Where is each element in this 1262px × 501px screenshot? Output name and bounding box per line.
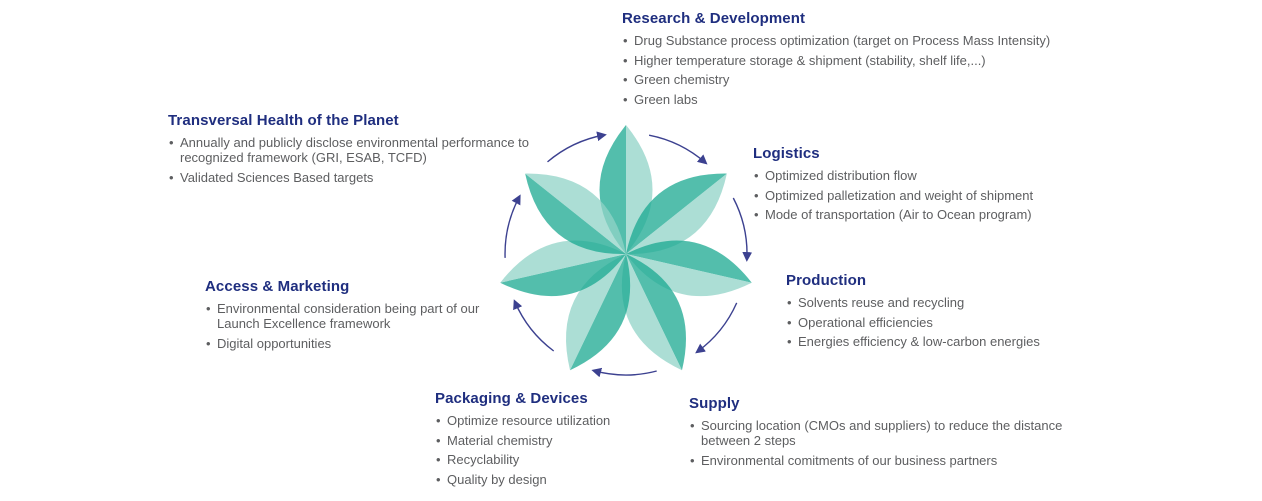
bullet-list: Optimize resource utilization Material c… bbox=[435, 413, 697, 487]
petal-half-light bbox=[525, 173, 626, 254]
cycle-arrows bbox=[504, 131, 753, 378]
section-production: Production Solvents reuse and recycling … bbox=[786, 272, 1086, 354]
petal bbox=[525, 173, 626, 255]
section-title: Access & Marketing bbox=[205, 278, 350, 295]
petal-half-dark bbox=[626, 240, 752, 283]
petal-half-dark bbox=[626, 173, 727, 254]
cycle-arrow bbox=[513, 299, 555, 352]
section-packaging-devices: Packaging & Devices Optimize resource ut… bbox=[435, 390, 697, 491]
bullet-item: Environmental consideration being part o… bbox=[205, 301, 505, 331]
bullet-item: Annually and publicly disclose environme… bbox=[168, 135, 530, 165]
bullet-item: Digital opportunities bbox=[205, 336, 505, 351]
petal-half-light bbox=[626, 173, 727, 255]
bullet-list: Sourcing location (CMOs and suppliers) t… bbox=[689, 418, 1091, 468]
section-title: Transversal Health of the Planet bbox=[168, 112, 399, 129]
bullet-item: Recyclability bbox=[435, 452, 697, 467]
bullet-item: Optimize resource utilization bbox=[435, 413, 697, 428]
bullet-item: Optimized palletization and weight of sh… bbox=[753, 188, 1073, 203]
section-transversal-health: Transversal Health of the Planet Annuall… bbox=[168, 112, 530, 189]
cycle-arrow bbox=[695, 302, 738, 354]
bullet-item: Higher temperature storage & shipment (s… bbox=[622, 53, 1102, 68]
bullet-list: Environmental consideration being part o… bbox=[205, 301, 505, 351]
bullet-item: Validated Sciences Based targets bbox=[168, 170, 530, 185]
bullet-list: Annually and publicly disclose environme… bbox=[168, 135, 530, 185]
bullet-item: Quality by design bbox=[435, 472, 697, 487]
petal bbox=[626, 173, 727, 255]
bullet-item: Solvents reuse and recycling bbox=[786, 295, 1086, 310]
bullet-item: Green labs bbox=[622, 92, 1102, 107]
bullet-list: Optimized distribution flow Optimized pa… bbox=[753, 168, 1073, 222]
section-title: Research & Development bbox=[622, 10, 806, 27]
petal bbox=[626, 240, 752, 297]
section-research-development: Research & Development Drug Substance pr… bbox=[622, 10, 1102, 111]
petal-half-light bbox=[621, 254, 682, 371]
section-logistics: Logistics Optimized distribution flow Op… bbox=[753, 145, 1073, 227]
bullet-item: Optimized distribution flow bbox=[753, 168, 1073, 183]
petal-half-dark bbox=[500, 254, 626, 297]
petal-half-dark bbox=[570, 254, 631, 371]
cycle-arrow bbox=[547, 131, 607, 163]
bullet-item: Material chemistry bbox=[435, 433, 697, 448]
flower-diagram bbox=[500, 125, 753, 378]
bullet-item: Sourcing location (CMOs and suppliers) t… bbox=[689, 418, 1091, 448]
section-title: Production bbox=[786, 272, 867, 289]
section-access-marketing: Access & Marketing Environmental conside… bbox=[205, 278, 505, 355]
bullet-item: Green chemistry bbox=[622, 72, 1102, 87]
bullet-item: Energies efficiency & low-carbon energie… bbox=[786, 334, 1086, 349]
bullet-list: Solvents reuse and recycling Operational… bbox=[786, 295, 1086, 349]
petal bbox=[621, 254, 686, 371]
petal-half-dark bbox=[525, 173, 626, 255]
petal-half-light bbox=[626, 254, 752, 297]
bullet-item: Operational efficiencies bbox=[786, 315, 1086, 330]
flower-petals bbox=[500, 125, 752, 371]
petal-half-dark bbox=[626, 254, 686, 371]
cycle-arrow bbox=[591, 367, 657, 378]
petal-half-light bbox=[566, 254, 626, 371]
petal bbox=[566, 254, 631, 371]
bullet-list: Drug Substance process optimization (tar… bbox=[622, 33, 1102, 107]
section-title: Packaging & Devices bbox=[435, 390, 588, 407]
section-title: Supply bbox=[689, 395, 740, 412]
cycle-arrow bbox=[648, 134, 708, 165]
bullet-item: Drug Substance process optimization (tar… bbox=[622, 33, 1102, 48]
bullet-item: Environmental comitments of our business… bbox=[689, 453, 1091, 468]
cycle-arrow bbox=[504, 194, 521, 258]
bullet-item: Mode of transportation (Air to Ocean pro… bbox=[753, 207, 1073, 222]
section-title: Logistics bbox=[753, 145, 820, 162]
section-supply: Supply Sourcing location (CMOs and suppl… bbox=[689, 395, 1091, 472]
cycle-arrow bbox=[732, 197, 753, 262]
